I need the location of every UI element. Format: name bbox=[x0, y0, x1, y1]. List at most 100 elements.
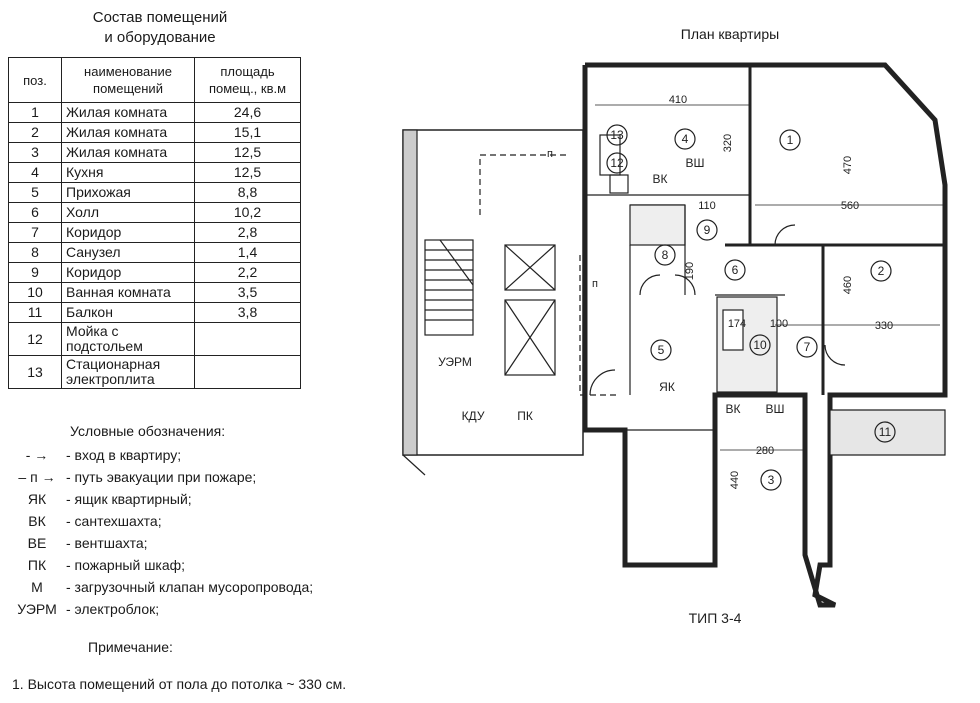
label-p2: п bbox=[592, 278, 598, 290]
cell-pos: 10 bbox=[8, 282, 62, 303]
room-number-3: 3 bbox=[768, 473, 775, 487]
elevator-shafts bbox=[504, 244, 556, 376]
label-vk-2: ВК bbox=[726, 402, 741, 416]
wc-tile bbox=[629, 204, 686, 246]
cell-area: 2,8 bbox=[194, 222, 301, 243]
cell-name: Жилая комната bbox=[61, 102, 195, 123]
cell-pos: 6 bbox=[8, 202, 62, 223]
plan-title: План квартиры bbox=[680, 26, 780, 42]
cell-pos: 5 bbox=[8, 182, 62, 203]
legend-symbol: ЯК bbox=[27, 491, 47, 507]
cell-pos: 13 bbox=[8, 355, 62, 389]
door-arc-4 bbox=[824, 344, 846, 366]
cell-name: Ванная комната bbox=[61, 282, 195, 303]
room-number-5: 5 bbox=[658, 343, 665, 357]
cell-area: 3,5 bbox=[194, 282, 301, 303]
cell-pos: 4 bbox=[8, 162, 62, 183]
cell-pos: 2 bbox=[8, 122, 62, 143]
cell-pos: 7 bbox=[8, 222, 62, 243]
legend-text: - вход в квартиру; bbox=[66, 447, 182, 463]
dim-410: 410 bbox=[669, 94, 687, 106]
door-arc-2 bbox=[674, 274, 696, 296]
legend-item: ПК- пожарный шкаф; bbox=[8, 557, 388, 577]
dim-470: 470 bbox=[842, 156, 854, 174]
cell-area bbox=[194, 355, 301, 389]
kitchen-sink bbox=[609, 174, 629, 194]
legend-text: - сантехшахта; bbox=[66, 513, 162, 529]
label-vsh: ВШ bbox=[685, 156, 704, 170]
legend-item: УЭРМ - электроблок; bbox=[8, 601, 388, 621]
cell-area bbox=[194, 322, 301, 356]
evacuation-path bbox=[479, 154, 570, 215]
label-kdu: КДУ bbox=[462, 409, 485, 423]
door-arc-1 bbox=[639, 274, 661, 296]
cell-name: Холл bbox=[61, 202, 195, 223]
room-number-9: 9 bbox=[704, 223, 711, 237]
cell-area: 8,8 bbox=[194, 182, 301, 203]
legend-text: - электроблок; bbox=[66, 601, 160, 617]
room-number-11: 11 bbox=[879, 425, 892, 439]
room-number-10: 10 bbox=[753, 338, 767, 352]
legend-symbol: ВК bbox=[28, 513, 46, 529]
cell-name: Жилая комната bbox=[61, 122, 195, 143]
legend-item: – п →- путь эвакуации при пожаре; bbox=[8, 469, 388, 489]
cell-pos: 1 bbox=[8, 102, 62, 123]
dim-560: 560 bbox=[841, 200, 859, 212]
room-number-4: 4 bbox=[682, 132, 689, 146]
stair-wall bbox=[402, 129, 418, 456]
cell-area: 3,8 bbox=[194, 302, 301, 323]
label-p1: п bbox=[547, 148, 553, 160]
balcony bbox=[829, 409, 946, 456]
bathtub bbox=[722, 309, 744, 351]
entry-path bbox=[579, 255, 620, 396]
legend-symbol: ВЕ bbox=[27, 535, 47, 551]
cell-name: Кухня bbox=[61, 162, 195, 183]
label-pk: ПК bbox=[517, 409, 533, 423]
dim-100: 100 bbox=[770, 318, 788, 330]
room-number-7: 7 bbox=[804, 340, 811, 354]
legend-item: ВК - сантехшахта; bbox=[8, 513, 388, 533]
cell-area: 2,2 bbox=[194, 262, 301, 283]
cell-area: 1,4 bbox=[194, 242, 301, 263]
cell-pos: 3 bbox=[8, 142, 62, 163]
legend-item: ВЕ- вентшахта; bbox=[8, 535, 388, 555]
room-number-2: 2 bbox=[878, 264, 885, 278]
dim-440: 440 bbox=[729, 471, 741, 489]
table-header-row: поз. наименование помещений площадь поме… bbox=[8, 57, 301, 103]
header-pos: поз. bbox=[8, 57, 62, 103]
note-title: Примечание: bbox=[88, 639, 173, 655]
dim-330: 330 bbox=[875, 320, 893, 332]
legend-text: - ящик квартирный; bbox=[66, 491, 192, 507]
legend-item: ЯК - ящик квартирный; bbox=[8, 491, 388, 511]
header-name: наименование помещений bbox=[61, 57, 195, 103]
legend-symbol: - → bbox=[25, 447, 49, 463]
legend-text: - путь эвакуации при пожаре; bbox=[66, 469, 257, 485]
staircase bbox=[424, 239, 474, 336]
legend-item: М- загрузочный клапан мусоропровода; bbox=[8, 579, 388, 599]
header-area: площадь помещ., кв.м bbox=[194, 57, 301, 103]
cell-area: 10,2 bbox=[194, 202, 301, 223]
stair-corner bbox=[402, 454, 426, 476]
legend-symbol: УЭРМ bbox=[17, 601, 57, 617]
cell-name: Коридор bbox=[61, 262, 195, 283]
cell-area: 12,5 bbox=[194, 162, 301, 183]
dim-190: 190 bbox=[684, 262, 696, 280]
dim-110: 110 bbox=[698, 200, 716, 212]
label-vk: ВК bbox=[653, 172, 668, 186]
cell-name: Коридор bbox=[61, 222, 195, 243]
apartment-floor-plan: 1 2 3 4 5 6 7 8 9 10 11 12 13 410 320 47… bbox=[402, 62, 948, 626]
rooms-table: поз. наименование помещений площадь поме… bbox=[8, 57, 301, 389]
door-arc-3 bbox=[774, 224, 796, 246]
cell-area: 24,6 bbox=[194, 102, 301, 123]
room-number-8: 8 bbox=[662, 248, 669, 262]
room-number-1: 1 bbox=[787, 133, 794, 147]
